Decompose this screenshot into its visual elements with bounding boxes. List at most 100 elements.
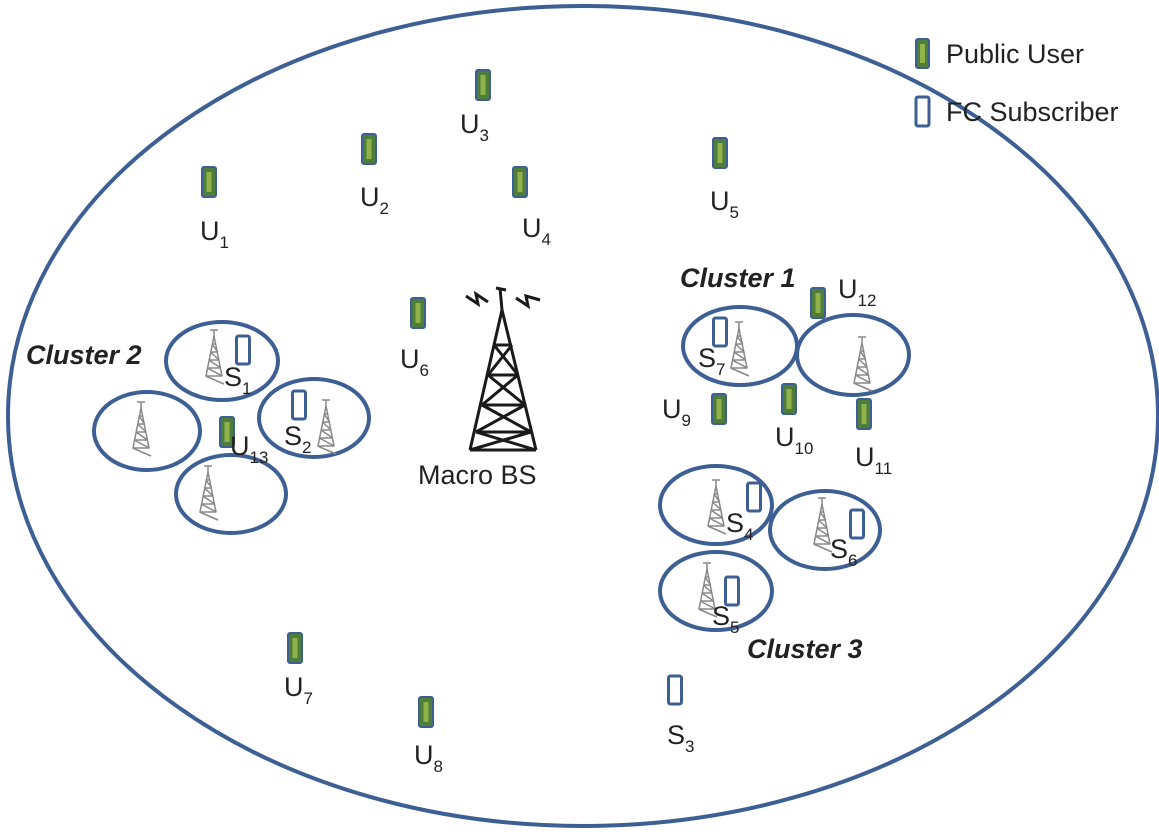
public-user-u13: U13 (219, 416, 268, 467)
femtocell-coverage-group (92, 305, 911, 632)
public-user-label-u13-base: U (230, 431, 250, 461)
macro-cell-boundary (6, 4, 1159, 828)
public-user-legend-icon-core (920, 44, 925, 63)
public-user-u7: U7 (284, 632, 313, 708)
public-user-label-u10-base: U (775, 422, 795, 452)
public-user-label-u9: U9 (662, 394, 691, 430)
fc-subscriber-s3: S3 (667, 674, 694, 756)
fc-subscriber-label-s2-subscript: 2 (302, 438, 311, 457)
fc-subscriber-label-s1-subscript: 1 (242, 379, 251, 398)
public-user-label-u3-base: U (460, 109, 480, 139)
public-user-label-u1-subscript: 1 (220, 233, 229, 252)
public-user-label-u7-base: U (284, 672, 304, 702)
fc-subscriber-s4: S4 (726, 481, 762, 544)
public-user-label-u4-subscript: 4 (542, 230, 551, 249)
fc-subscriber-icon (667, 674, 683, 706)
public-user-u6: U6 (400, 297, 429, 380)
fc-subscriber-label-s7: S7 (698, 343, 725, 379)
public-user-label-u4-base: U (522, 213, 542, 243)
public-user-label-u1-base: U (200, 216, 220, 246)
public-user-label-u2-base: U (360, 182, 380, 212)
fc-subscriber-label-s1-base: S (224, 362, 242, 392)
femtocell-antenna-group (132, 321, 873, 618)
public-user-u10: U10 (775, 383, 813, 458)
public-user-label-u11: U11 (855, 442, 892, 478)
fc-subscriber-legend-icon (914, 95, 931, 128)
femtocell-coverage (795, 313, 911, 397)
legend-fc-subscriber: FC Subscriber (946, 97, 1119, 127)
public-user-icon-core (716, 399, 722, 419)
fc-subscriber-icon (746, 481, 762, 513)
fc-subscriber-label-s6: S6 (830, 534, 857, 570)
femtocell-antenna-icon (698, 562, 718, 618)
public-user-label-u7: U7 (284, 672, 313, 708)
fc-subscriber-label-s5: S5 (712, 601, 739, 637)
public-user-icon-core (480, 75, 486, 95)
fc-subscriber-icon (724, 575, 740, 607)
fc-subscriber-icon (849, 508, 865, 540)
macro-bs-label: Macro BS (418, 460, 537, 490)
cluster-1-title: Cluster 1 (680, 263, 796, 293)
fc-subscriber-label-s3-subscript: 3 (685, 737, 694, 756)
public-user-label-u8-subscript: 8 (434, 757, 443, 776)
public-user-label-u12: U12 (838, 274, 876, 310)
public-user-label-u6-base: U (400, 344, 420, 374)
macro-bs: Macro BS (418, 286, 541, 490)
public-user-u3: U3 (460, 69, 491, 145)
fc-subscriber-s1: S1 (224, 334, 251, 398)
femtocell-coverage (658, 550, 774, 632)
public-user-label-u7-subscript: 7 (304, 689, 313, 708)
public-user-u2: U2 (360, 133, 389, 218)
public-user-label-u8: U8 (414, 740, 443, 776)
public-user-label-u11-subscript: 11 (875, 459, 893, 478)
fc-subscriber-label-s3: S3 (667, 720, 694, 756)
fc-subscriber-label-s1: S1 (224, 362, 251, 398)
public-user-icon-core (415, 303, 421, 323)
femtocell-coverage (164, 320, 280, 402)
public-user-icon-core (423, 702, 429, 722)
public-user-icon-core (786, 389, 792, 409)
public-user-label-u3: U3 (460, 109, 489, 145)
cluster-2-title: Cluster 2 (26, 340, 142, 370)
femtocell-coverage (768, 489, 882, 571)
legend: Public User FC Subscriber (914, 38, 1119, 128)
femtocell-antenna-icon (132, 401, 152, 457)
femtocell-antenna-icon (205, 329, 225, 385)
public-user-u11: U11 (855, 398, 892, 478)
public-user-label-u12-subscript: 12 (858, 291, 877, 310)
public-user-label-u12-base: U (838, 274, 858, 304)
public-user-icon-core (861, 404, 867, 424)
fc-subscriber-label-s2-base: S (284, 421, 302, 451)
fc-subscriber-s6: S6 (830, 508, 865, 570)
femtocell-antenna-icon (853, 336, 873, 392)
femtocell-antenna-icon (813, 497, 833, 553)
public-user-label-u5-subscript: 5 (730, 203, 739, 222)
public-user-icon-core (517, 172, 523, 192)
public-user-label-u8-base: U (414, 740, 434, 770)
public-user-u9: U9 (662, 393, 727, 430)
public-user-u4: U4 (512, 166, 551, 249)
cluster-3-title: Cluster 3 (747, 634, 863, 664)
legend-public-user: Public User (946, 39, 1084, 69)
public-user-label-u2: U2 (360, 182, 389, 218)
cell-tower-icon (465, 286, 541, 452)
public-user-icon-core (292, 638, 298, 658)
femtocell-coverage (92, 390, 202, 472)
public-user-label-u2-subscript: 2 (380, 199, 389, 218)
public-user-label-u5: U5 (710, 186, 739, 222)
fc-subscriber-s2: S2 (284, 389, 311, 457)
fc-subscriber-label-s6-subscript: 6 (848, 551, 857, 570)
fc-subscriber-label-s3-base: S (667, 720, 685, 750)
fc-subscriber-label-s6-base: S (830, 534, 848, 564)
public-user-label-u9-base: U (662, 394, 682, 424)
fc-subscriber-s5: S5 (712, 575, 740, 637)
fc-subscriber-label-s5-base: S (712, 601, 730, 631)
public-user-icon-core (717, 143, 723, 163)
public-user-label-u11-base: U (855, 442, 875, 472)
fc-subscriber-label-s4-base: S (726, 508, 744, 538)
fc-subscriber-label-s4: S4 (726, 508, 753, 544)
fc-subscriber-s7: S7 (698, 316, 728, 379)
fc-subscriber-label-s7-base: S (698, 343, 716, 373)
